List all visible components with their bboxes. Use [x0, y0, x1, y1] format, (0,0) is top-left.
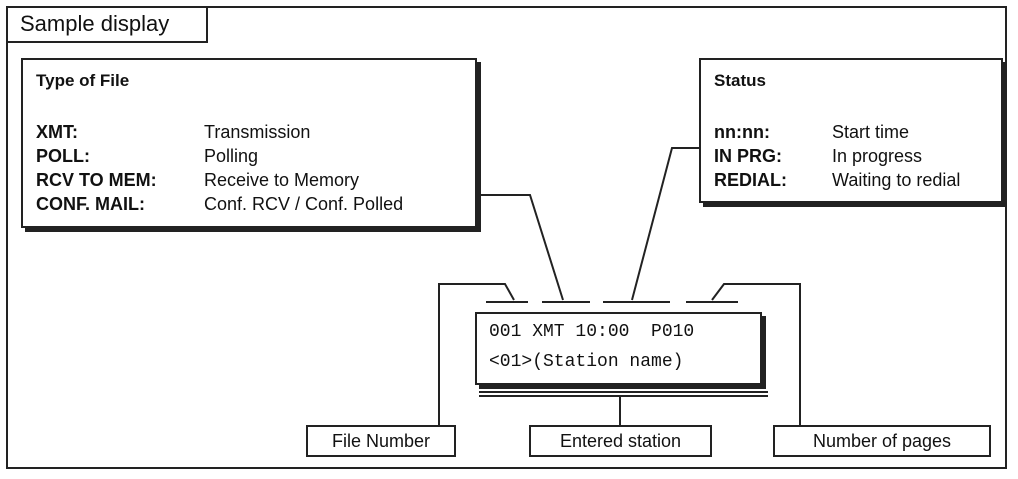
type-value: Transmission: [204, 122, 311, 142]
type-row: RCV TO MEM: Receive to Memory: [36, 170, 359, 191]
type-key: RCV TO MEM:: [36, 170, 157, 190]
type-of-file-box: Type of File XMT: Transmission POLL: Polli…: [21, 58, 477, 228]
type-row: XMT: Transmission: [36, 122, 310, 143]
connector-number-of-pages: [711, 283, 801, 425]
type-key: CONF. MAIL:: [36, 194, 145, 214]
type-value: Receive to Memory: [204, 170, 360, 190]
status-key: IN PRG:: [714, 146, 783, 166]
type-value: Conf. RCV / Conf. Polled: [204, 194, 404, 214]
connector-file-number: [438, 283, 515, 425]
type-of-file-heading: Type of File: [36, 71, 130, 90]
status-key: REDIAL:: [714, 170, 787, 190]
status-value: Start time: [832, 122, 910, 142]
number-of-pages-label: Number of pages: [773, 425, 991, 457]
type-value: Polling: [204, 146, 259, 166]
connector-status: [631, 147, 699, 301]
entered-station-label: Entered station: [529, 425, 712, 457]
type-row: CONF. MAIL: Conf. RCV / Conf. Polled: [36, 194, 403, 215]
status-row: REDIAL: Waiting to redial: [714, 170, 960, 191]
status-row: nn:nn: Start time: [714, 122, 909, 143]
file-number-label: File Number: [306, 425, 456, 457]
status-value: In progress: [832, 146, 923, 166]
type-key: XMT:: [36, 122, 78, 142]
status-box: Status nn:nn: Start time IN PRG: In progre…: [699, 58, 1003, 203]
status-heading: Status: [714, 71, 766, 90]
connector-type-of-file: [477, 194, 564, 301]
display-line-1: 001 XMT 10:00 P010: [489, 322, 695, 342]
status-value: Waiting to redial: [832, 170, 961, 190]
diagram-frame: [6, 6, 1007, 469]
sample-lcd-display: 001 XMT 10:00 P010 <01>(Station name): [475, 312, 762, 385]
diagram-title: Sample display: [6, 6, 208, 43]
type-key: POLL:: [36, 146, 90, 166]
display-line-2: <01>(Station name): [489, 352, 684, 372]
status-key: nn:nn:: [714, 122, 770, 142]
status-row: IN PRG: In progress: [714, 146, 922, 167]
type-row: POLL: Polling: [36, 146, 258, 167]
